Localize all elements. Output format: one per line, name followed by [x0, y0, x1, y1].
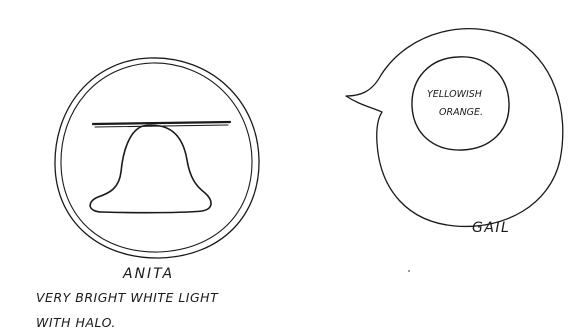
- anita-name-label: ANITA: [122, 266, 174, 282]
- anita-drawing: [55, 58, 259, 258]
- anita-caption-line-1: VERY BRIGHT WHITE LIGHT: [36, 290, 219, 305]
- halo-inner-circle: [61, 63, 252, 252]
- light-top-bar: [93, 122, 230, 124]
- halo-outer-circle: [55, 58, 259, 258]
- gail-name-label: GAIL: [472, 220, 510, 236]
- inner-label-line-2: ORANGE.: [439, 107, 483, 118]
- bell-light-shape: [90, 125, 211, 212]
- stray-dot: [408, 270, 410, 272]
- outer-circle-with-tail: [346, 29, 563, 227]
- gail-drawing: [346, 29, 563, 227]
- inner-circle: [412, 57, 509, 150]
- inner-label-line-1: YELLOWISH: [427, 89, 482, 100]
- anita-caption-line-2: WITH HALO.: [36, 315, 116, 330]
